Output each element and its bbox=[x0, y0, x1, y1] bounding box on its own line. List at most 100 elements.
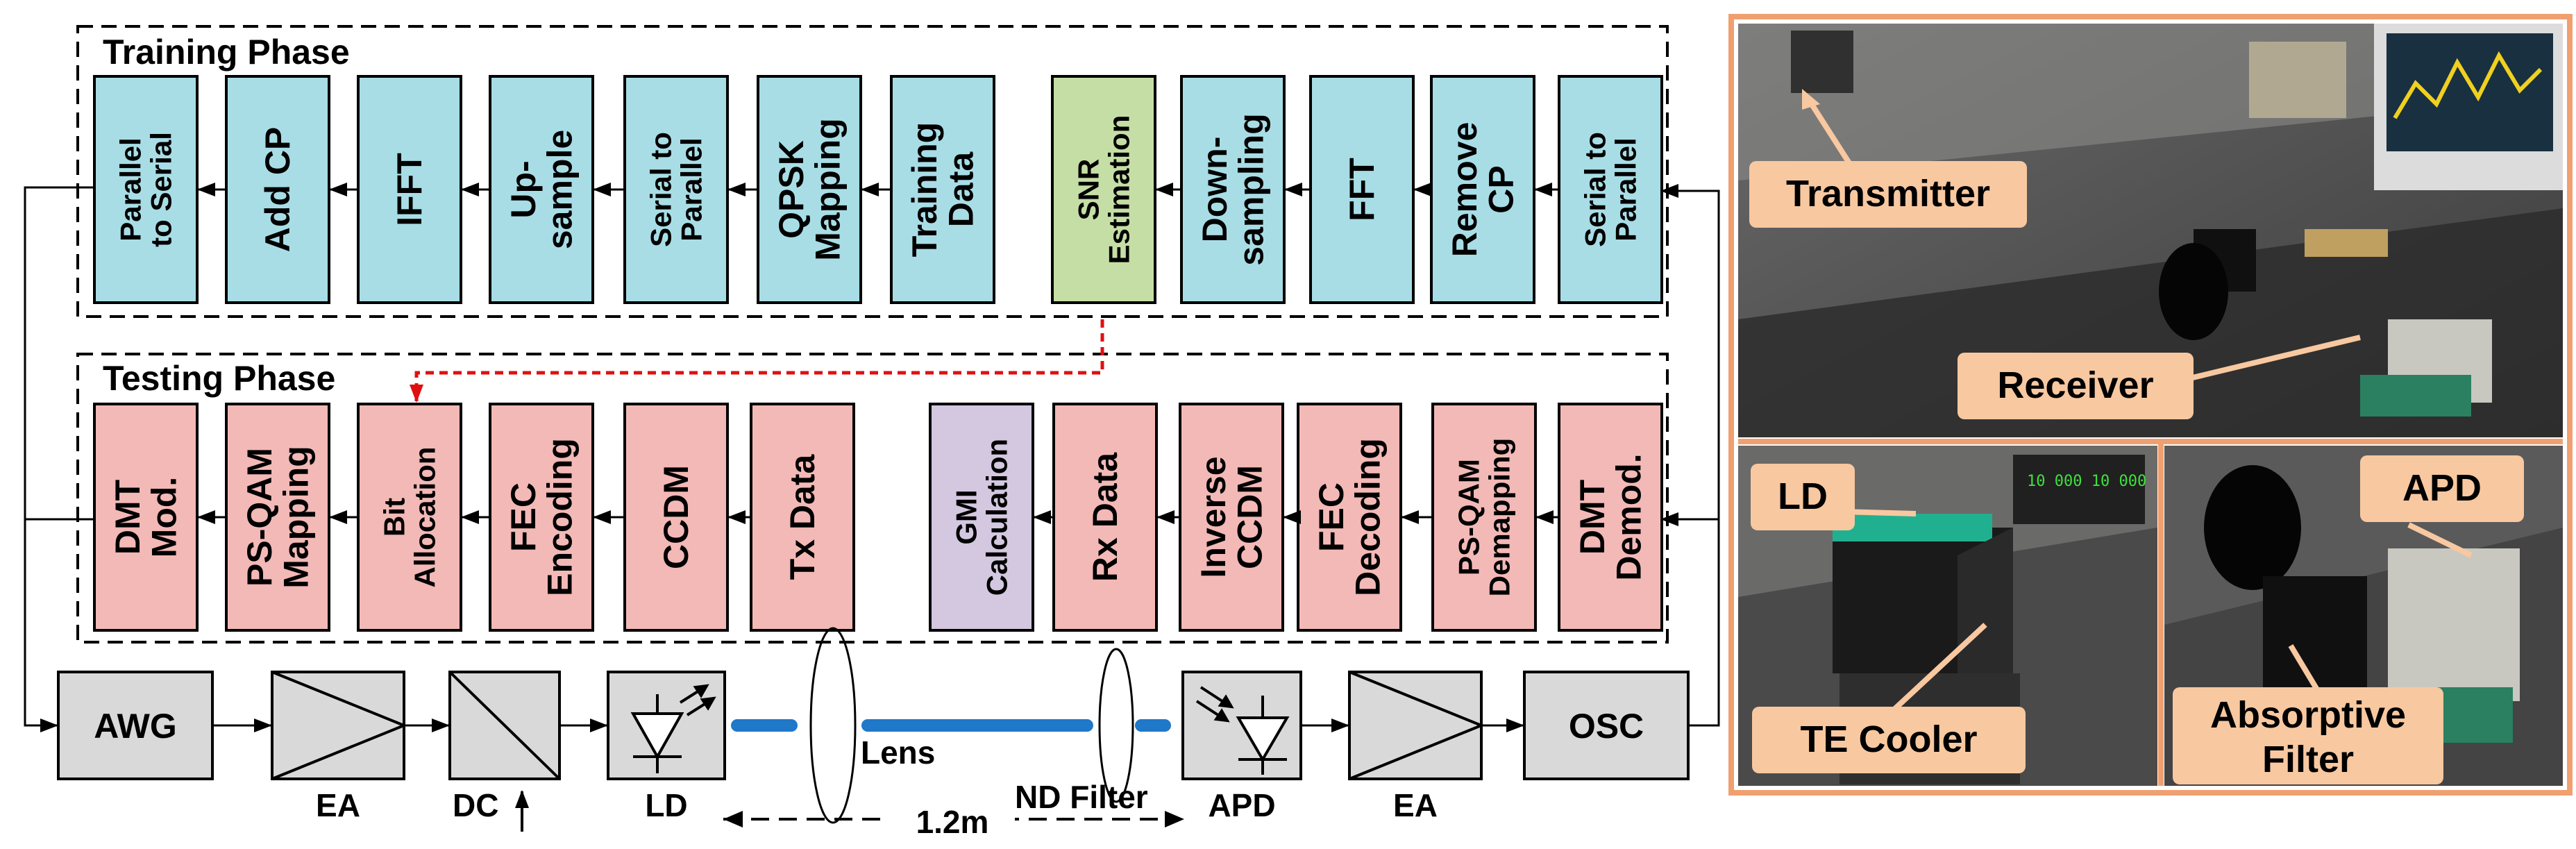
block-label: Data bbox=[941, 151, 980, 228]
block-label: Parallel bbox=[114, 137, 146, 241]
block-label: Training bbox=[905, 122, 944, 257]
lens bbox=[809, 627, 857, 824]
ld-label: LD bbox=[645, 787, 687, 823]
block-label: Mapping bbox=[808, 118, 847, 261]
tx-feed-line bbox=[24, 186, 94, 732]
testing-phase-frame bbox=[76, 353, 1669, 644]
laser-diode-icon bbox=[630, 684, 716, 773]
training-phase-frame bbox=[76, 25, 1669, 318]
ea-amplifier-2 bbox=[1348, 671, 1483, 780]
block-label: Mapping bbox=[276, 446, 315, 589]
ea-label-2: EA bbox=[1393, 787, 1438, 823]
block-label: Demapping bbox=[1483, 438, 1516, 597]
block-label: Serial to bbox=[644, 132, 677, 247]
training-phase-title: Training Phase bbox=[103, 33, 350, 72]
block-label: Up- bbox=[504, 160, 543, 218]
block-label: CCDM bbox=[1230, 465, 1269, 569]
block-label: SNR bbox=[1072, 159, 1104, 221]
dc-label: DC bbox=[453, 787, 498, 823]
apd-pointer bbox=[2407, 522, 2473, 558]
block-label: Remove bbox=[1445, 122, 1484, 258]
hardware-chain: AWG EA DC LD Lens ND bbox=[57, 627, 1690, 840]
ld-photo-label: LD bbox=[1778, 476, 1828, 517]
absorptive-filter-label: Absorptive bbox=[2210, 694, 2406, 736]
nd-filter-label: ND Filter bbox=[1015, 779, 1148, 815]
apd-photo-label: APD bbox=[2402, 467, 2482, 509]
block-label: PS-QAM bbox=[1452, 459, 1485, 575]
block-label: Down- bbox=[1195, 137, 1234, 243]
block-label: GMI bbox=[950, 489, 982, 544]
awg-label: AWG bbox=[94, 707, 176, 746]
block-label: FEC bbox=[1312, 482, 1351, 552]
block-label: sampling bbox=[1231, 113, 1270, 265]
block-label: Mod. bbox=[144, 477, 183, 558]
experimental-photos: 10 000 10 000 Transmitter Receiver bbox=[1728, 14, 2573, 796]
block-label: Add CP bbox=[258, 127, 297, 253]
te-cooler-pointer bbox=[1886, 623, 1987, 717]
transmitter-pointer bbox=[1806, 98, 1853, 167]
block-label: to Serial bbox=[145, 132, 178, 247]
rx-data-block: Rx Data bbox=[1052, 403, 1158, 632]
block-label: Serial to bbox=[1579, 132, 1611, 247]
photodiode-icon bbox=[1195, 686, 1290, 775]
block-label: Estimation bbox=[1103, 115, 1136, 264]
block-label: Rx Data bbox=[1086, 452, 1125, 582]
block-label: Inverse bbox=[1194, 456, 1233, 578]
block-label: Parallel bbox=[1610, 137, 1642, 241]
block-label: PS-QAM bbox=[240, 448, 279, 587]
block-label: Calculation bbox=[981, 439, 1013, 596]
block-label: Demod. bbox=[1609, 453, 1648, 580]
dc-diagonal-icon bbox=[448, 671, 561, 780]
block-label: CP bbox=[1481, 165, 1520, 213]
up-sample-block: Up-sample bbox=[489, 75, 594, 304]
absorptive-filter-label-2: Filter bbox=[2262, 739, 2354, 780]
ea-label-1: EA bbox=[316, 787, 360, 823]
tx-data-block: Tx Data bbox=[750, 403, 855, 632]
absorptive-filter-pointer bbox=[2288, 644, 2323, 696]
testing-phase-title: Testing Phase bbox=[103, 359, 335, 398]
lens-label: Lens bbox=[861, 734, 935, 771]
nd-filter bbox=[1098, 648, 1134, 803]
apd-label: APD bbox=[1208, 787, 1275, 823]
block-label: CCDM bbox=[657, 465, 696, 569]
down-sampling-block: Down-sampling bbox=[1180, 75, 1286, 304]
block-label: Encoding bbox=[540, 438, 579, 596]
ccdm-block: CCDM bbox=[623, 403, 729, 632]
block-label: Parallel bbox=[675, 137, 708, 241]
add-cp-block: Add CP bbox=[225, 75, 330, 304]
distance-label: 1.2m bbox=[916, 804, 989, 840]
te-cooler-label: TE Cooler bbox=[1800, 718, 1977, 760]
receiver-label: Receiver bbox=[1997, 364, 2153, 406]
svg-text:10 000 10 000: 10 000 10 000 bbox=[2027, 473, 2146, 490]
receiver-pointer bbox=[2180, 335, 2361, 383]
snr-feedback-arrow bbox=[410, 319, 1104, 403]
block-label: FEC bbox=[504, 482, 543, 552]
block-label: IFFT bbox=[390, 153, 429, 226]
block-label: Bit bbox=[378, 498, 410, 537]
block-label: QPSK bbox=[772, 140, 811, 239]
block-label: Allocation bbox=[409, 446, 441, 587]
osc-label: OSC bbox=[1569, 707, 1644, 746]
rx-feed-line bbox=[1660, 184, 1720, 727]
fft-block: FFT bbox=[1309, 75, 1415, 304]
ifft-block: IFFT bbox=[357, 75, 462, 304]
block-label: Decoding bbox=[1348, 438, 1387, 596]
osc-block bbox=[1523, 671, 1690, 780]
